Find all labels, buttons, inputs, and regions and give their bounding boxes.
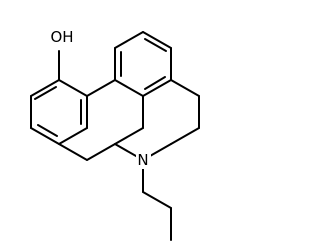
bond-phenol-2-inner bbox=[34, 86, 57, 100]
bond-phenol-4 bbox=[30, 127, 60, 145]
bond-ring2-5-inner bbox=[144, 76, 166, 90]
bond-ring3-3 bbox=[170, 127, 200, 145]
bond-ring2-3 bbox=[142, 31, 172, 49]
bond-center-1 bbox=[58, 143, 88, 161]
atom-labels: OH N bbox=[50, 27, 151, 169]
bond-center-2 bbox=[86, 143, 116, 161]
bond-phenol-4-inner bbox=[37, 124, 58, 137]
oh-label-mask bbox=[50, 27, 74, 47]
bond-ring3-1 bbox=[170, 79, 200, 97]
hydroxyl-label: OH bbox=[50, 28, 73, 46]
n-label-mask bbox=[136, 151, 151, 169]
bond-ring2-5 bbox=[142, 79, 172, 97]
bond-ring2-2 bbox=[114, 31, 144, 49]
chemical-structure-diagram: OH N bbox=[30, 27, 200, 241]
bond-propyl-2 bbox=[142, 191, 172, 209]
bond-phenol-2 bbox=[30, 79, 60, 97]
bond-phenol-5 bbox=[58, 127, 88, 145]
bond-phenol-7 bbox=[58, 79, 88, 97]
bond-ring2-6 bbox=[114, 79, 144, 97]
nitrogen-label: N bbox=[137, 151, 148, 169]
bond-lines bbox=[30, 31, 200, 241]
bond-ring2-3-inner bbox=[144, 38, 167, 52]
bond-biaryl bbox=[86, 79, 116, 97]
bond-center-3 bbox=[114, 127, 144, 145]
